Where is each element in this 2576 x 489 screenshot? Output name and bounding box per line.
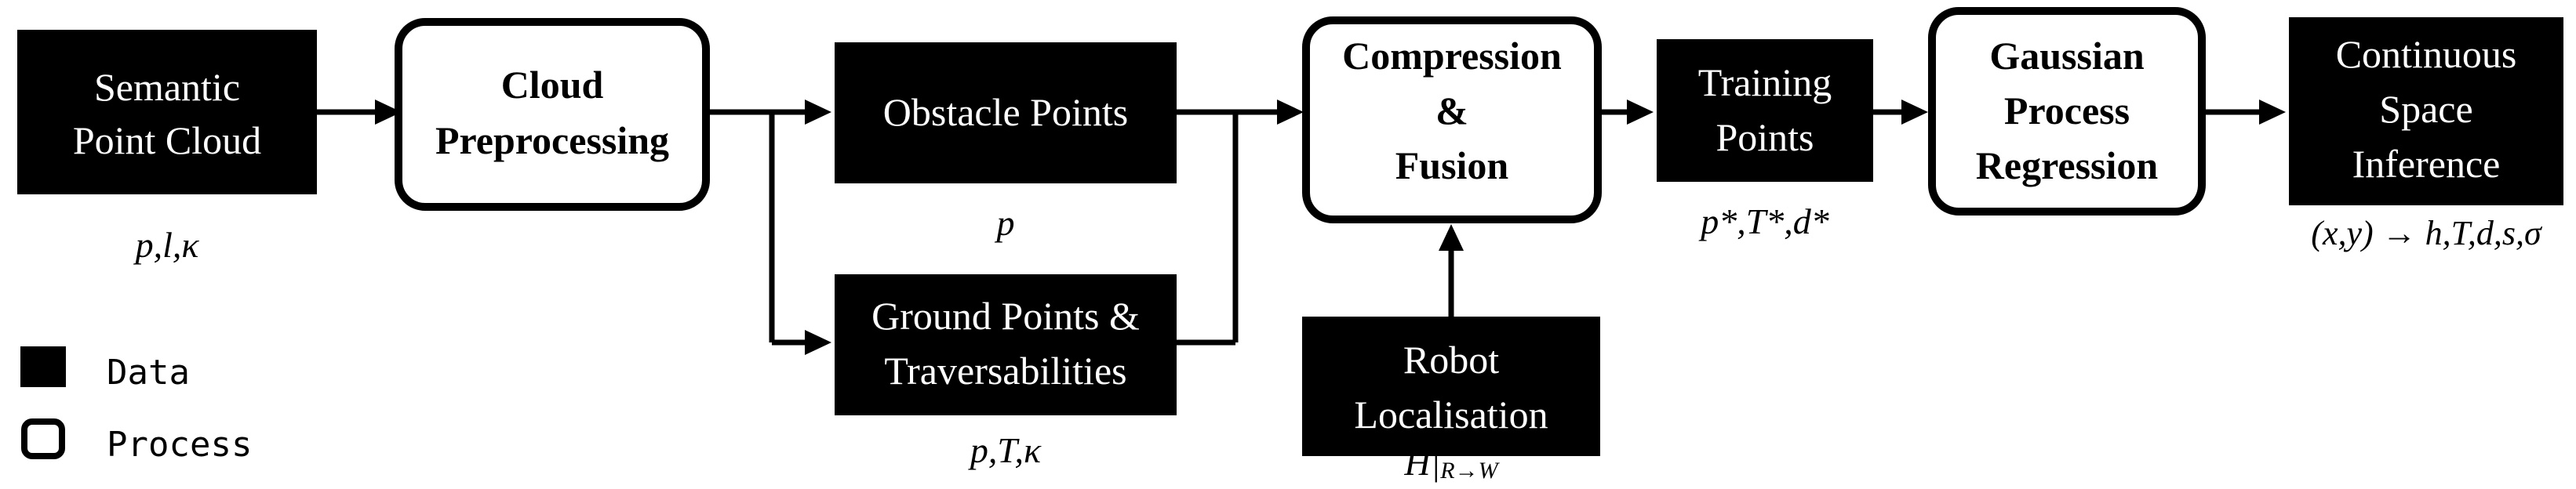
node-label: Obstacle Points xyxy=(883,90,1128,134)
process-box xyxy=(1928,7,2206,216)
annotation-training-points: p*,T*,d* xyxy=(1698,201,1829,241)
process-box xyxy=(395,18,710,211)
annotation-robot-localisation: H|R→W xyxy=(1403,443,1500,484)
legend-data-swatch xyxy=(20,346,66,387)
arrowhead xyxy=(1901,100,1928,125)
annotation-transform-main: H| xyxy=(1403,443,1440,483)
arrowhead xyxy=(1277,100,1304,125)
annotation-obstacle-points: p xyxy=(995,203,1015,243)
connectors xyxy=(317,100,2286,355)
annotation-semantic-point-cloud: p,l,κ xyxy=(133,225,200,265)
annotation-ground-points: p,T,κ xyxy=(968,430,1042,470)
arrowhead xyxy=(1439,224,1464,251)
arrowhead xyxy=(805,100,831,125)
node-label: Training xyxy=(1698,60,1832,104)
annotations: p,l,κ p p,T,κ H|R→W p*,T*,d* (x,y) → h,T… xyxy=(133,201,2543,484)
node-label: Gaussian xyxy=(1989,34,2145,78)
data-box xyxy=(835,274,1177,415)
data-box xyxy=(2289,17,2563,205)
node-label: Robot xyxy=(1403,338,1499,382)
data-box xyxy=(835,42,1177,183)
legend-process-label: Process xyxy=(107,425,252,465)
annotation-continuous-space: (x,y) → h,T,d,s,σ xyxy=(2311,214,2543,252)
arrowhead xyxy=(1627,100,1654,125)
node-label: Ground Points & xyxy=(871,294,1140,338)
node-label: Regression xyxy=(1976,143,2159,187)
process-box xyxy=(1302,16,1602,223)
node-gaussian-process-regression: Gaussian Process Regression xyxy=(1928,7,2206,216)
data-box xyxy=(1657,39,1873,182)
node-label: Preprocessing xyxy=(435,118,669,162)
node-label: Process xyxy=(2004,89,2130,132)
annotation-transform-subscript: R→W xyxy=(1439,458,1500,484)
node-label: Space xyxy=(2379,87,2472,131)
node-label: Point Cloud xyxy=(73,118,261,162)
node-label: Continuous xyxy=(2336,32,2517,76)
arrowhead xyxy=(375,100,402,125)
node-label: Compression xyxy=(1342,34,1562,78)
node-label: Inference xyxy=(2352,142,2501,186)
node-label: & xyxy=(1435,89,1468,132)
node-cloud-preprocessing: Cloud Preprocessing xyxy=(395,18,710,211)
arrowhead xyxy=(805,330,831,355)
node-training-points: Training Points xyxy=(1657,39,1873,182)
node-label: Traversabilities xyxy=(884,349,1126,393)
node-obstacle-points: Obstacle Points xyxy=(835,42,1177,183)
data-box xyxy=(17,30,317,194)
node-label: Semantic xyxy=(94,65,240,109)
node-label: Points xyxy=(1716,115,1814,159)
arrowhead xyxy=(2259,100,2286,125)
data-box xyxy=(1302,317,1600,456)
node-semantic-point-cloud: Semantic Point Cloud xyxy=(17,30,317,194)
node-compression-fusion: Compression & Fusion xyxy=(1302,16,1602,223)
node-ground-points: Ground Points & Traversabilities xyxy=(835,274,1177,415)
legend: Data Process xyxy=(20,346,252,465)
legend-data-label: Data xyxy=(107,353,190,393)
node-robot-localisation: Robot Localisation xyxy=(1302,317,1600,456)
node-continuous-space-inference: Continuous Space Inference xyxy=(2289,17,2563,205)
node-label: Cloud xyxy=(501,63,604,107)
legend-process-swatch xyxy=(21,418,65,459)
node-label: Fusion xyxy=(1395,143,1509,187)
node-label: Localisation xyxy=(1354,393,1548,436)
